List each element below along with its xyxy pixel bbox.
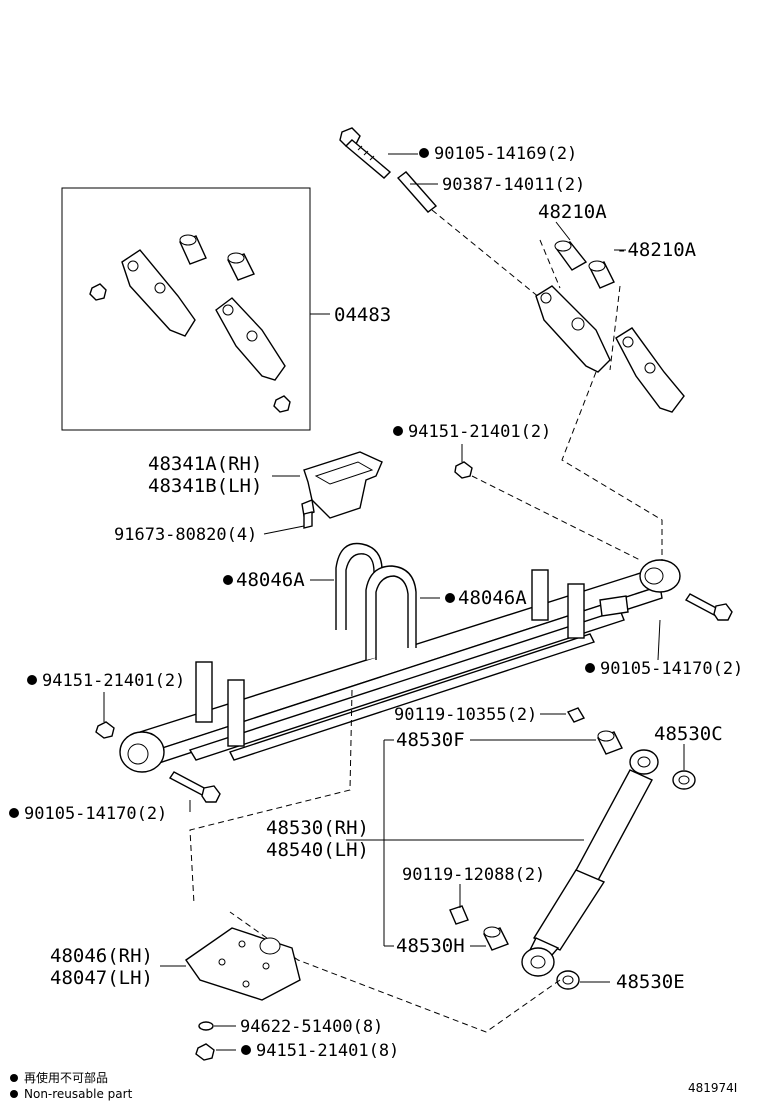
label-94151-21401-plate: 94151-21401(8) [256, 1041, 399, 1061]
spring-plate [160, 927, 301, 1061]
upper-shackle-bolt-group [339, 127, 621, 371]
label-48047-LH: 48047(LH) [50, 967, 153, 989]
label-90105-14170-left: 90105-14170(2) [24, 804, 167, 824]
label-48210A-top: 48210A [538, 201, 607, 223]
nut-94151-upper [454, 444, 641, 561]
diagram-id: 481974I [688, 1081, 737, 1095]
legend-en: Non-reusable part [24, 1087, 133, 1101]
label-91673-80820: 91673-80820(4) [114, 525, 257, 545]
shackle-assembly [535, 221, 685, 566]
u-bolts [310, 542, 440, 660]
kit-04483-box [61, 187, 330, 431]
label-48341A: 48341A(RH) [148, 453, 262, 475]
label-48210A-side: -48210A [616, 239, 697, 261]
bolt-90105-rear [657, 593, 733, 661]
label-90105-14169: 90105-14169(2) [434, 144, 577, 164]
front-fasteners [95, 689, 353, 905]
label-48341B: 48341B(LH) [148, 475, 262, 497]
label-48530E: 48530E [616, 971, 685, 993]
shock-absorber [229, 707, 696, 1033]
label-04483: 04483 [334, 304, 391, 326]
label-48046A-left: 48046A [236, 569, 305, 591]
label-48530C: 48530C [654, 723, 723, 745]
label-48530H: 48530H [396, 935, 465, 957]
label-90105-14170-right: 90105-14170(2) [600, 659, 743, 679]
label-90387-14011: 90387-14011(2) [442, 175, 585, 195]
label-48540-LH: 48540(LH) [266, 839, 369, 861]
label-90119-10355: 90119-10355(2) [394, 705, 537, 725]
label-48046A-right: 48046A [458, 587, 527, 609]
leaf-spring [119, 559, 681, 773]
label-48046-RH: 48046(RH) [50, 945, 153, 967]
spring-seat [263, 451, 383, 535]
label-48530F: 48530F [396, 729, 465, 751]
non-reusable-markers [9, 148, 595, 1098]
label-48530-RH: 48530(RH) [266, 817, 369, 839]
legend-jp: 再使用不可部品 [24, 1070, 108, 1085]
label-94151-21401-upper: 94151-21401(2) [408, 422, 551, 442]
label-94622-51400: 94622-51400(8) [240, 1017, 383, 1037]
label-94151-21401-front: 94151-21401(2) [42, 671, 185, 691]
label-90119-12088: 90119-12088(2) [402, 865, 545, 885]
